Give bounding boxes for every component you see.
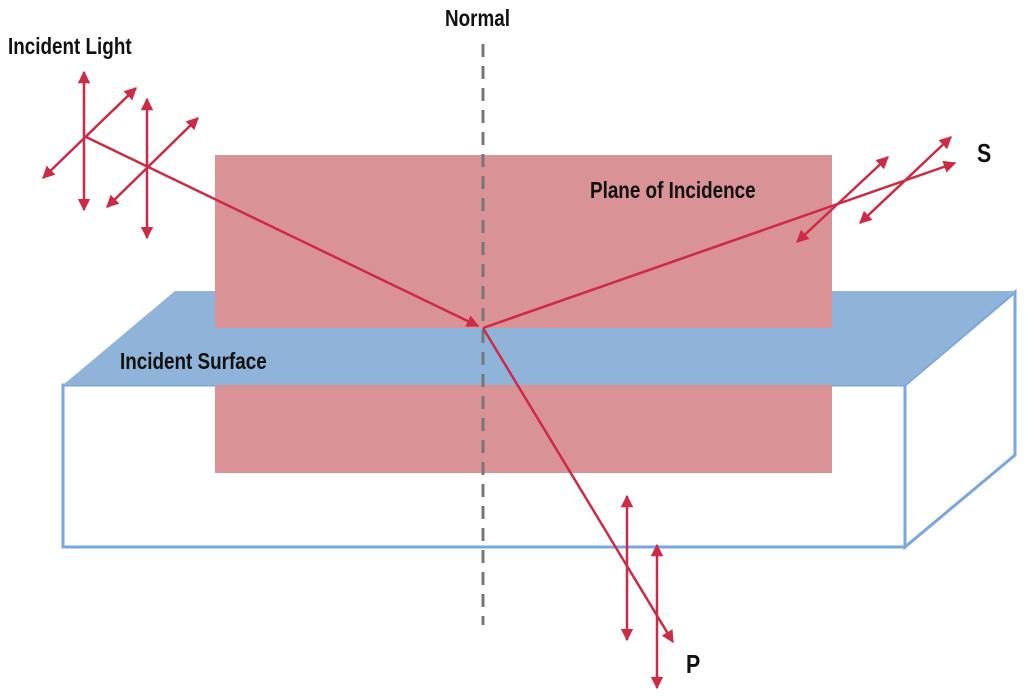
- transmitted-p-arrows: [620, 494, 664, 690]
- incident-s-arrow-1: [42, 87, 137, 179]
- s-arrow-2: [859, 136, 952, 224]
- p-label: P: [686, 649, 701, 679]
- incident-polarization-arrows: [42, 70, 199, 240]
- s-label: S: [977, 138, 992, 168]
- normal-label: Normal: [445, 5, 510, 31]
- plane-of-incidence-lower: [215, 385, 832, 473]
- reflected-s-arrows: [796, 136, 952, 243]
- transmitted-ray: [481, 327, 675, 644]
- incident-surface-label: Incident Surface: [120, 348, 267, 374]
- incident-s-arrow-2: [106, 117, 199, 208]
- block-side-face: [903, 288, 1017, 551]
- incident-light-label: Incident Light: [8, 33, 132, 59]
- plane-of-incidence-label: Plane of Incidence: [590, 177, 756, 203]
